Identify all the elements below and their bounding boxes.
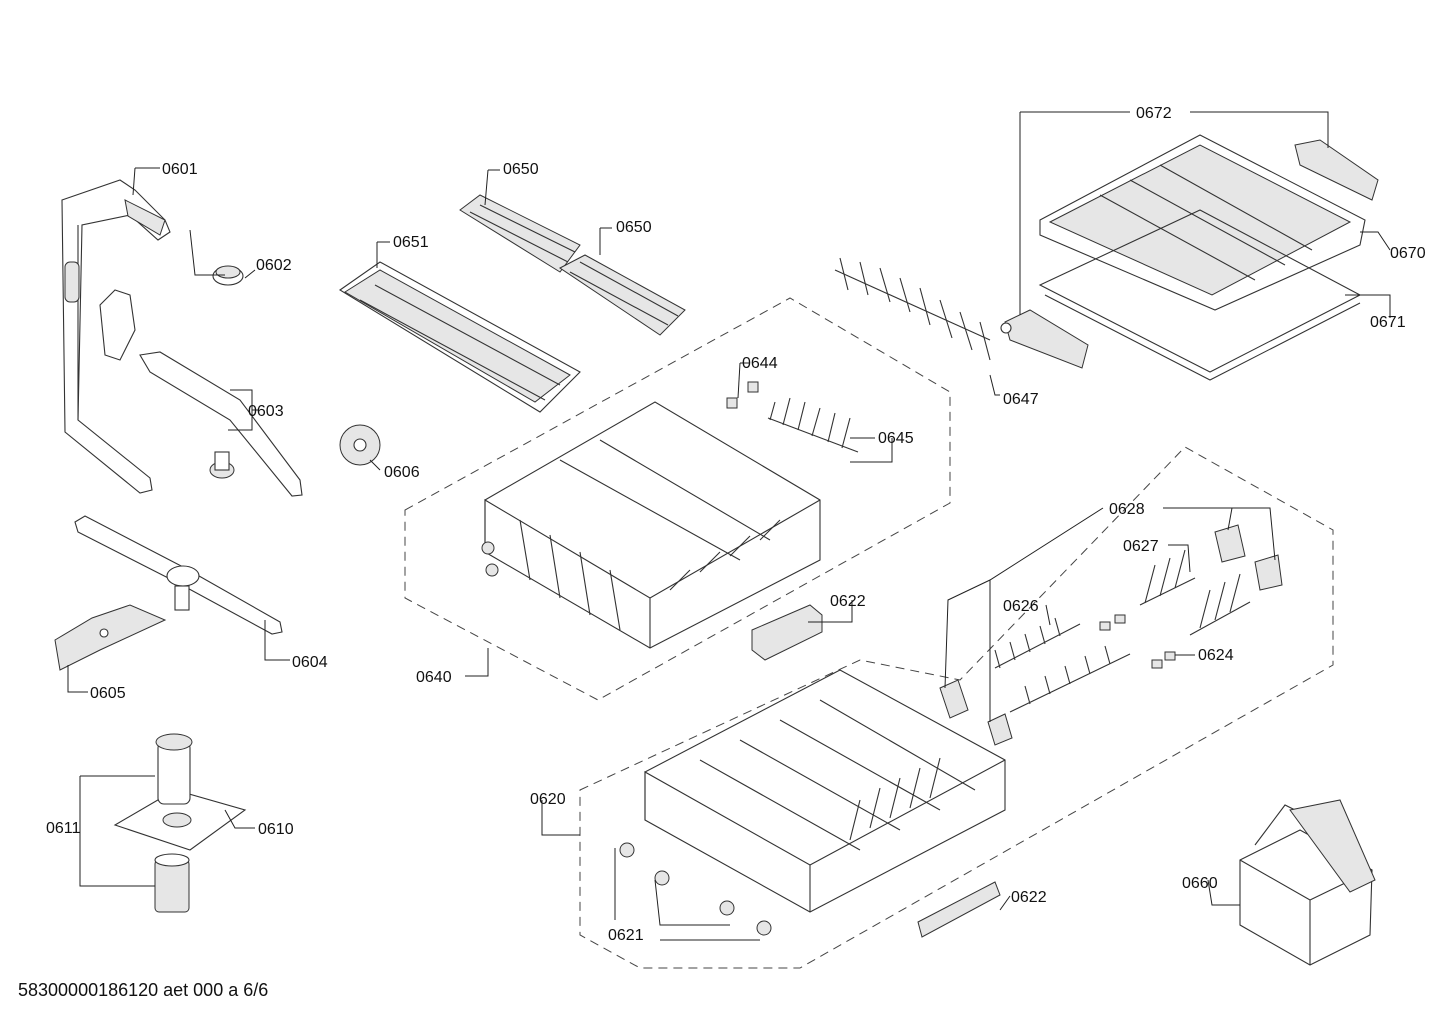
basket-handle-lower-part bbox=[917, 881, 1001, 938]
leader-lines bbox=[67, 111, 1391, 941]
label-0640: 0640 bbox=[416, 669, 452, 686]
label-0627: 0627 bbox=[1123, 538, 1159, 555]
label-0604: 0604 bbox=[292, 654, 328, 671]
lower-basket-part bbox=[644, 669, 1006, 913]
small-clips-part bbox=[1099, 614, 1176, 669]
basket-wheels-part bbox=[619, 842, 772, 936]
label-0660: 0660 bbox=[1182, 875, 1218, 892]
label-0601: 0601 bbox=[162, 161, 198, 178]
drawing-reference-footer: 58300000186120 aet 000 a 6/6 bbox=[18, 980, 269, 1000]
label-0610: 0610 bbox=[258, 821, 294, 838]
label-0650-lower: 0650 bbox=[616, 219, 652, 236]
rack-holders-part bbox=[939, 524, 1283, 746]
tine-rack-part bbox=[834, 257, 991, 361]
label-0603: 0603 bbox=[248, 403, 284, 420]
cutlery-tray-lower-part bbox=[559, 254, 686, 336]
label-0622-upper: 0622 bbox=[830, 593, 866, 610]
sump-filter-assembly-part bbox=[113, 733, 247, 913]
upper-basket-group-outline bbox=[404, 297, 951, 701]
label-0620: 0620 bbox=[530, 791, 566, 808]
tine-row-part bbox=[1139, 549, 1251, 636]
label-0611: 0611 bbox=[46, 820, 81, 837]
label-0622-lower: 0622 bbox=[1011, 889, 1047, 906]
label-0628: 0628 bbox=[1109, 501, 1145, 518]
label-0672: 0672 bbox=[1136, 105, 1172, 122]
label-0624: 0624 bbox=[1198, 647, 1234, 664]
folding-tines-part bbox=[994, 617, 1131, 713]
upper-basket-part bbox=[481, 401, 821, 649]
label-0606: 0606 bbox=[384, 464, 420, 481]
basket-handle-upper-part bbox=[751, 604, 823, 661]
cutlery-tray-upper-part bbox=[459, 194, 581, 273]
label-0605: 0605 bbox=[90, 685, 126, 702]
cutlery-basket-part bbox=[1239, 799, 1376, 966]
lower-basket-group-outline bbox=[579, 446, 1334, 969]
label-0621: 0621 bbox=[608, 927, 644, 944]
label-0650-upper: 0650 bbox=[503, 161, 539, 178]
round-filter-part bbox=[339, 424, 381, 466]
label-0645: 0645 bbox=[878, 430, 914, 447]
small-rack-part bbox=[767, 397, 859, 453]
part-number-labels: 0601 0602 0603 0604 0605 0606 0611 0610 … bbox=[46, 105, 1426, 944]
upper-spray-arm-part bbox=[99, 289, 303, 497]
spray-pipe-part bbox=[61, 179, 171, 494]
basket-clips-part bbox=[726, 381, 759, 409]
label-0602: 0602 bbox=[256, 257, 292, 274]
label-0644: 0644 bbox=[742, 355, 778, 372]
label-0671: 0671 bbox=[1370, 314, 1406, 331]
label-0670: 0670 bbox=[1390, 245, 1426, 262]
label-0626: 0626 bbox=[1003, 598, 1039, 615]
filter-cover-part bbox=[54, 604, 167, 671]
cutlery-drawer-part bbox=[1000, 134, 1379, 381]
label-0647: 0647 bbox=[1003, 391, 1039, 408]
label-0651: 0651 bbox=[393, 234, 429, 251]
lower-spray-arm-part bbox=[74, 515, 283, 635]
tray-holder-part bbox=[338, 261, 581, 413]
